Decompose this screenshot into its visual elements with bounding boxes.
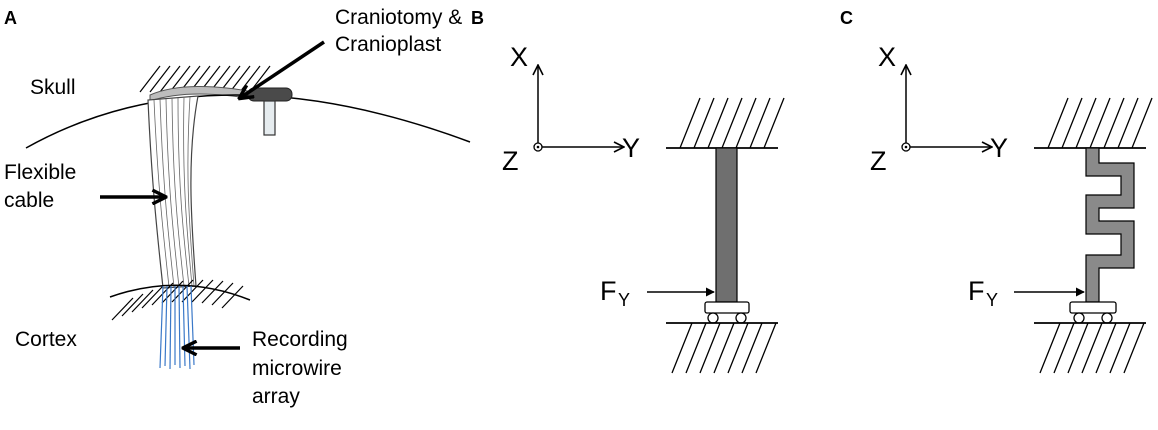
panel-a: A: [4, 6, 471, 408]
panel-c-axes: X Y Z: [870, 42, 1008, 176]
panel-b-force: F Y: [600, 276, 715, 310]
microwire-array: [159, 285, 195, 370]
panel-b-axis-y-label: Y: [622, 133, 640, 163]
skull-outline: [25, 94, 471, 149]
panel-b: B X Y Z: [471, 8, 785, 374]
label-craniotomy-line1: Craniotomy &: [335, 6, 462, 29]
panel-b-force-subscript: Y: [618, 290, 630, 310]
panel-c-axis-x-label: X: [878, 42, 896, 72]
cortex-outline: [109, 284, 251, 301]
panel-c-roller-support: [1069, 301, 1117, 324]
panel-c-axis-y-label: Y: [990, 133, 1008, 163]
cortex-hatching: [111, 279, 244, 321]
label-cortex: Cortex: [15, 328, 77, 351]
panel-b-force-label: F: [600, 276, 617, 306]
flexible-cable-fibers: [153, 96, 195, 288]
label-recording-line2: microwire: [252, 357, 342, 380]
arrow-craniotomy: [240, 40, 325, 98]
panel-c-top-support: [1034, 97, 1153, 149]
label-recording-line1: Recording: [252, 328, 348, 351]
panel-c-axis-z-label: Z: [870, 146, 887, 176]
panel-c-force-subscript: Y: [986, 290, 998, 310]
panel-b-letter: B: [471, 8, 484, 28]
skull-screw: [247, 87, 293, 136]
label-recording-line3: array: [252, 385, 300, 408]
panel-c: C X Y Z: [840, 8, 1153, 374]
panel-b-axes: X Y Z: [502, 42, 640, 176]
label-flexible-line2: cable: [4, 189, 54, 212]
panel-b-straight-beam: [715, 147, 738, 303]
panel-b-axis-x-label: X: [510, 42, 528, 72]
panel-b-roller-support: [704, 301, 750, 324]
label-flexible-line1: Flexible: [4, 161, 76, 184]
panel-a-letter: A: [4, 8, 17, 28]
panel-c-bottom-support: [1034, 322, 1146, 374]
panel-b-top-support: [666, 97, 785, 149]
panel-c-letter: C: [840, 8, 853, 28]
panel-b-axis-z-label: Z: [502, 146, 519, 176]
panel-c-force: F Y: [968, 276, 1085, 310]
label-skull: Skull: [30, 76, 76, 99]
panel-b-bottom-support: [666, 322, 778, 374]
label-craniotomy-line2: Cranioplast: [335, 33, 441, 56]
panel-c-force-label: F: [968, 276, 985, 306]
panel-c-serpentine-beam: [1085, 147, 1135, 303]
